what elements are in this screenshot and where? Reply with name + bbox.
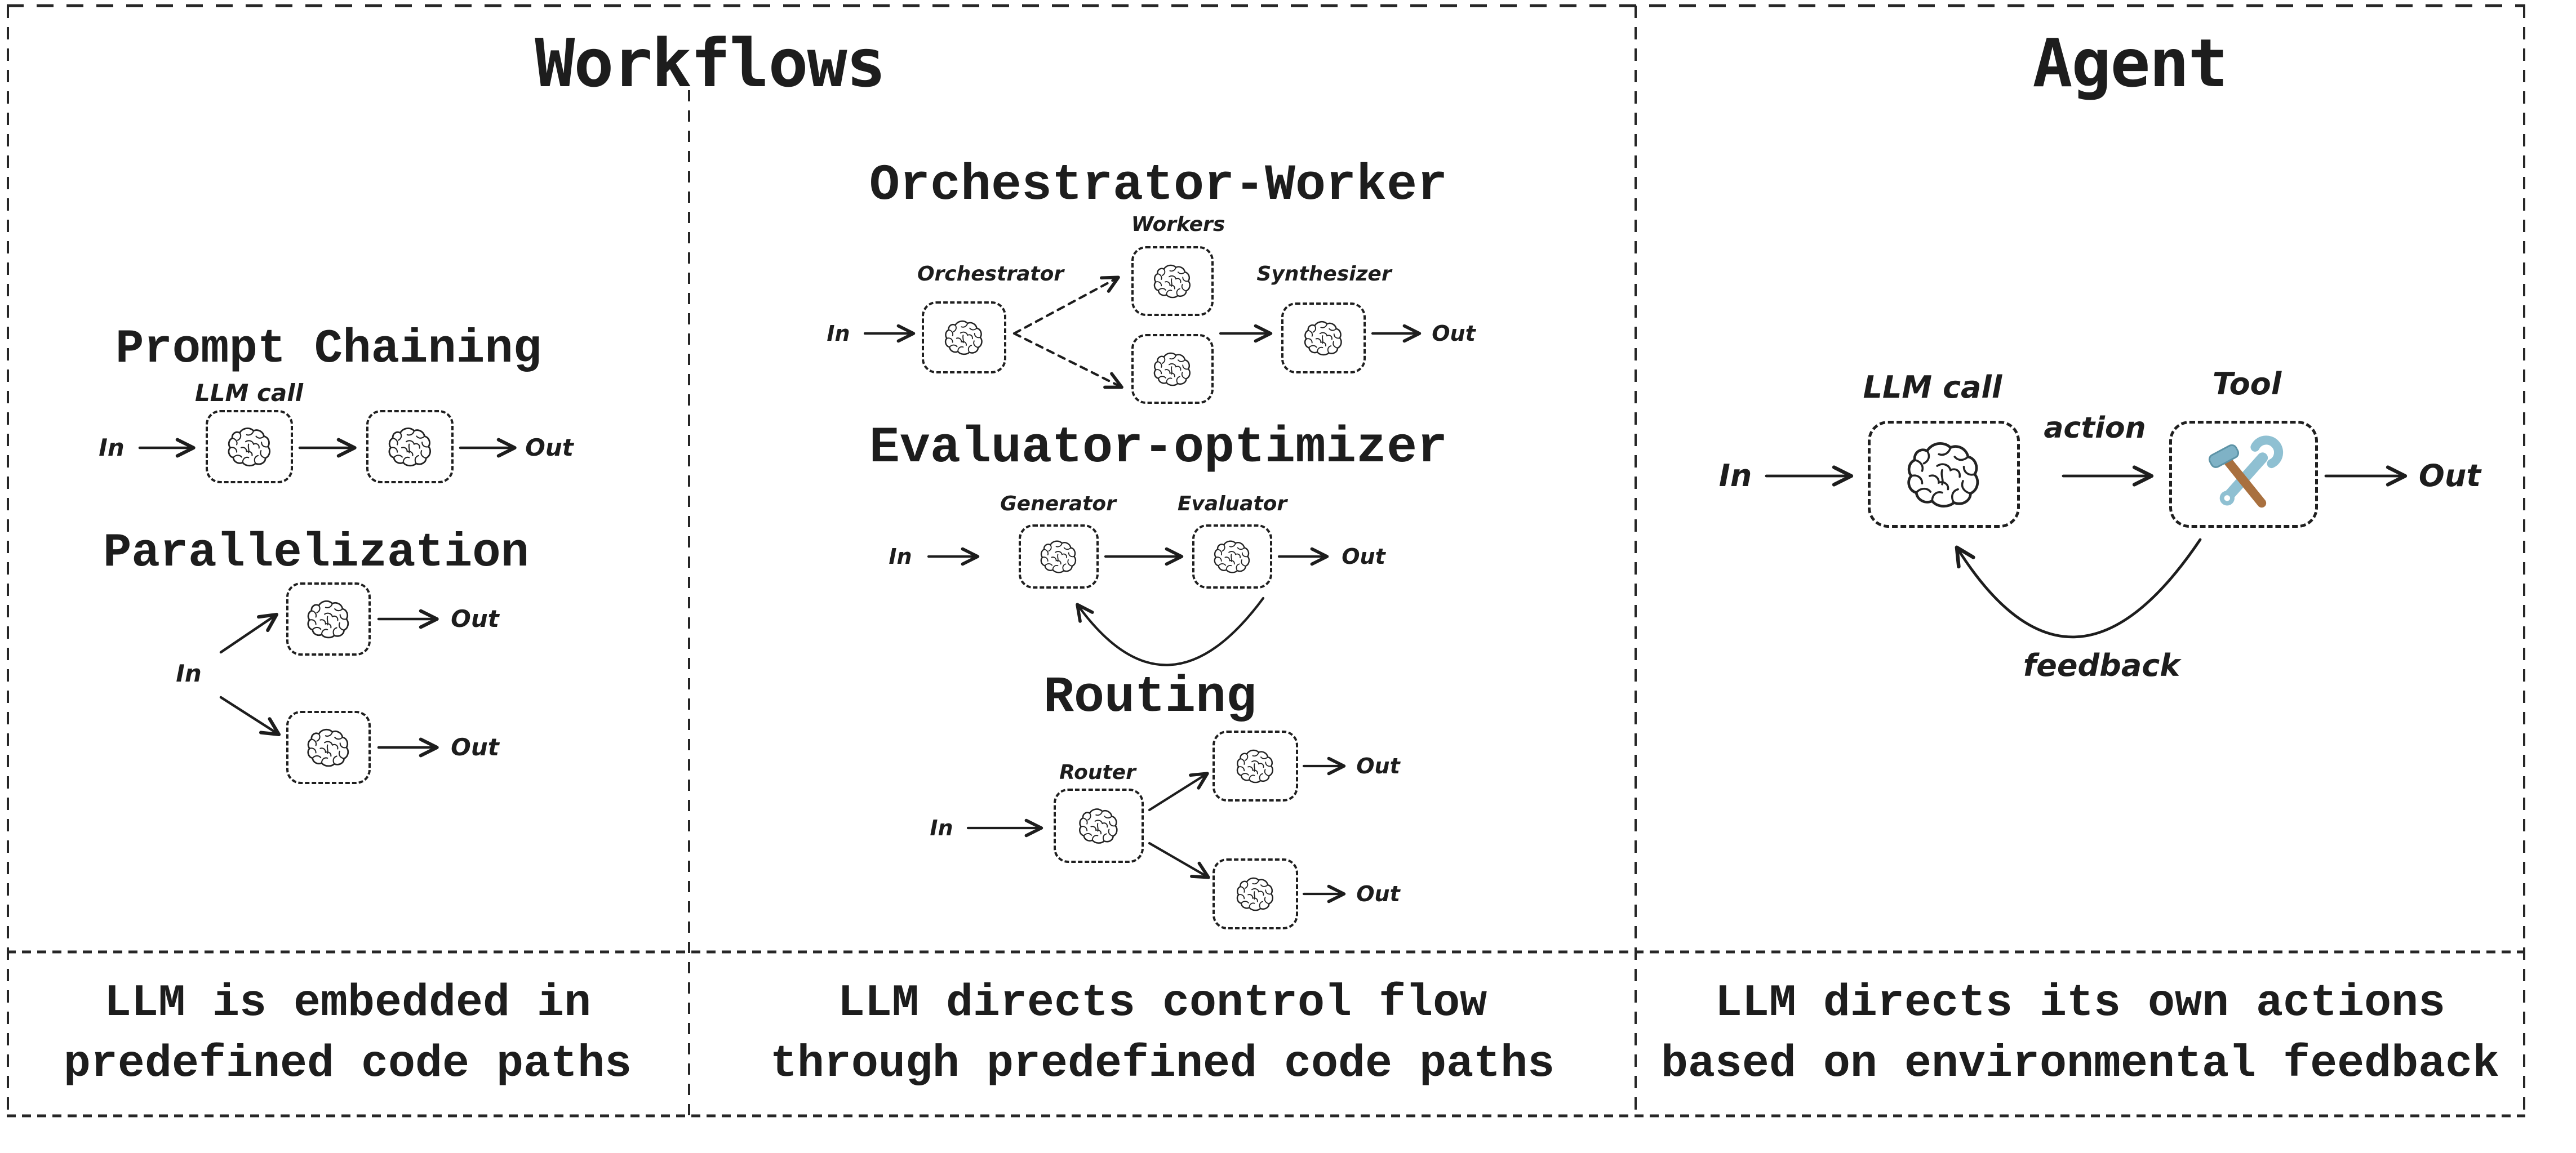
brain-icon (1076, 803, 1121, 848)
in-label: In (827, 321, 850, 346)
llm-node (206, 410, 293, 483)
feedback-label: feedback (2023, 648, 2180, 683)
evaluator-node (1192, 524, 1272, 589)
workers-label: Workers (1131, 213, 1225, 236)
llm-node (1868, 421, 2020, 528)
brain-icon (385, 422, 435, 471)
parallelization-heading: Parallelization (103, 527, 530, 580)
in-label: In (176, 660, 202, 687)
caption-line: based on environmental feedback (1660, 1039, 2500, 1090)
brain-icon (1302, 316, 1345, 360)
workflows-title: Workflows (535, 24, 886, 102)
in-label: In (1718, 458, 1752, 493)
tool-label: Tool (2212, 366, 2282, 402)
out-label: Out (1432, 321, 1476, 346)
caption-line: LLM is embedded in (104, 978, 592, 1029)
orchestrator-node (922, 301, 1006, 373)
brain-icon (225, 422, 274, 471)
brain-icon (1234, 745, 1277, 787)
out-label: Out (451, 605, 499, 633)
brain-icon (1234, 872, 1277, 915)
out-label: Out (1342, 544, 1385, 569)
out-label: Out (525, 434, 574, 461)
prompt-chaining-heading: Prompt Chaining (115, 323, 542, 376)
out-label: Out (451, 733, 499, 761)
out-label: Out (1356, 754, 1400, 778)
tool-node (2169, 421, 2318, 528)
llm-node (366, 410, 454, 483)
brain-icon (1151, 260, 1194, 302)
orchestrator-worker-heading: Orchestrator-Worker (869, 157, 1448, 215)
in-label: In (930, 816, 953, 840)
orchestrator-label: Orchestrator (917, 262, 1064, 286)
out-label: Out (1356, 882, 1400, 906)
synthesizer-node (1281, 302, 1366, 373)
llm-call-label: LLM call (195, 379, 303, 407)
hammer-wrench-icon (2202, 433, 2285, 515)
route-node (1213, 858, 1298, 929)
route-node (1213, 731, 1298, 802)
llm-node (286, 582, 371, 656)
generator-node (1019, 524, 1099, 589)
worker-node (1131, 246, 1214, 316)
evaluator-optimizer-heading: Evaluator-optimizer (869, 420, 1448, 477)
caption-line: predefined code paths (63, 1039, 632, 1090)
brain-icon (1151, 348, 1194, 390)
llm-call-label: LLM call (1863, 370, 2002, 405)
router-label: Router (1059, 761, 1136, 784)
out-label: Out (2418, 458, 2481, 493)
caption-line: LLM directs control flow (837, 978, 1487, 1029)
evaluator-label: Evaluator (1177, 492, 1287, 515)
worker-node (1131, 334, 1214, 404)
caption-line: through predefined code paths (770, 1039, 1555, 1090)
brain-icon (1038, 536, 1080, 577)
synthesizer-label: Synthesizer (1256, 262, 1392, 286)
in-label: In (99, 434, 125, 461)
in-label: In (889, 544, 912, 569)
router-node (1054, 789, 1144, 863)
brain-icon (304, 723, 353, 772)
generator-label: Generator (1000, 492, 1116, 515)
agent-title: Agent (2032, 24, 2228, 102)
llm-node (286, 711, 371, 784)
caption-line: LLM directs its own actions (1715, 978, 2446, 1029)
brain-icon (942, 315, 986, 359)
routing-heading: Routing (1043, 669, 1257, 727)
brain-icon (1211, 536, 1253, 577)
action-label: action (2044, 411, 2146, 445)
brain-icon (304, 595, 353, 643)
brain-icon (1902, 433, 1986, 516)
